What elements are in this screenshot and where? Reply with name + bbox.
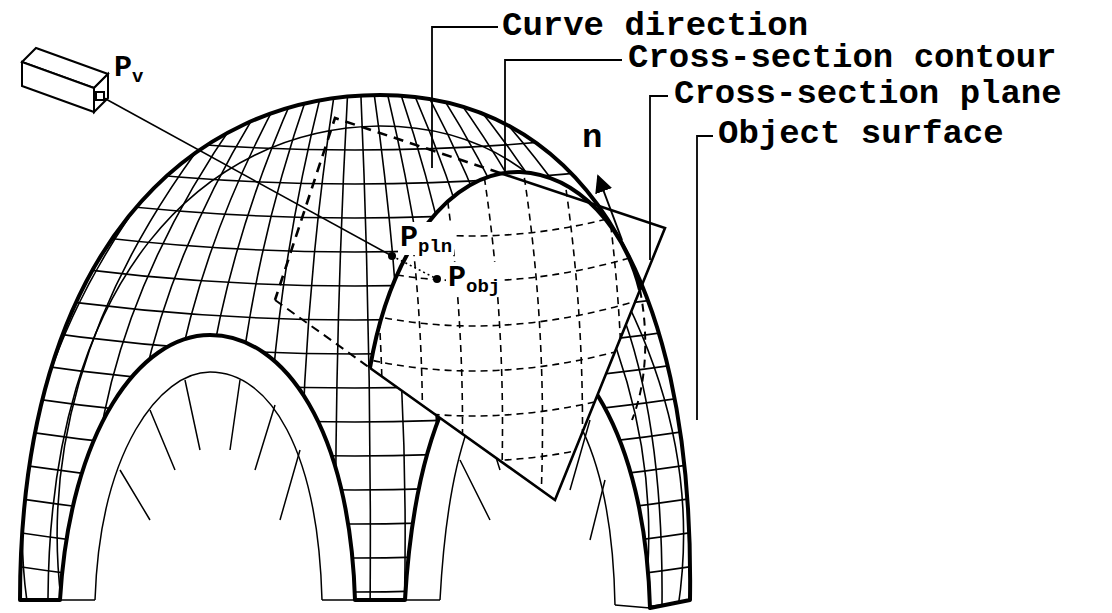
callout-label: Cross-section plane (672, 76, 1064, 113)
normal-vector (598, 176, 622, 240)
plane-point (388, 252, 396, 260)
view-ray (104, 98, 392, 256)
hidden-surface-grid (350, 150, 670, 520)
callout-label: Cross-section contour (626, 40, 1058, 77)
point-label: Ppln (398, 222, 454, 255)
leader-line (432, 27, 713, 420)
cross-section-plane (275, 118, 665, 500)
callout-label: Object surface (716, 116, 1006, 153)
vector-label: n (580, 120, 604, 157)
surface-grid (0, 80, 720, 613)
rim-inner-edge (48, 126, 662, 604)
camera-symbol (22, 48, 108, 112)
object-point (433, 275, 441, 283)
cross-section-contour (370, 172, 640, 368)
contour-hidden-part (632, 290, 645, 420)
view-ray-hidden (392, 256, 437, 279)
dome-outline (20, 95, 690, 608)
point-label: Pv (112, 52, 145, 85)
point-label: Pobj (446, 262, 502, 295)
